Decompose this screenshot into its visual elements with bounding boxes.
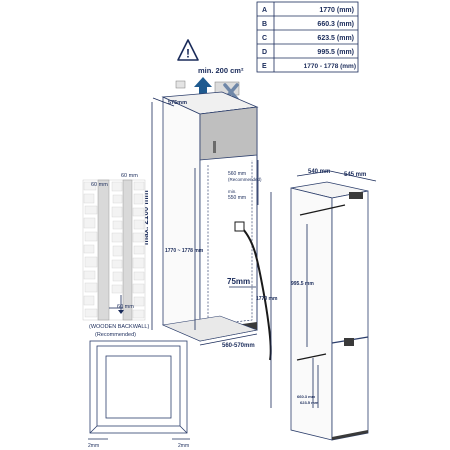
svg-text:!: !	[186, 47, 190, 61]
appliance-depth-label: 545 mm	[344, 172, 366, 178]
vent-area-label: min. 200 cm²	[198, 66, 244, 75]
upper-door-label: 995.5 mm	[291, 281, 314, 287]
wood-strip-left	[97, 179, 110, 321]
airflow-arrow-icon	[194, 77, 212, 95]
lower-door-a-label: 660.3 mm	[297, 394, 316, 399]
appliance-dimensions: 540 mm 545 mm 1770 mm 995.5 mm 660.3 mm …	[256, 169, 377, 408]
table-value-b: 660.3 (mm)	[317, 21, 354, 28]
backwall-60-left-label: 60 mm	[91, 182, 108, 188]
niche-dimensions: 575mm max. 2100 mm 1770 ~ 1778 mm 560-57…	[141, 97, 262, 349]
gap-left-label: 2mm	[88, 443, 99, 449]
table-letter-a: A	[262, 7, 267, 14]
ventilation-warning: ! min. 200 cm²	[177, 39, 244, 75]
table-letter-c: C	[262, 35, 267, 42]
wooden-backwall-label: (WOODEN BACKWALL)	[89, 324, 149, 330]
backwall-60-bottom-label: 60 mm	[117, 304, 134, 310]
inner-560-label: 560 mm	[228, 171, 246, 177]
niche-cabinet	[161, 91, 272, 361]
warning-triangle-icon	[177, 39, 199, 61]
table-letter-b: B	[262, 21, 267, 28]
inner-550-label: 550 mm	[228, 195, 246, 201]
front-frame-view: 2mm 2mm	[88, 340, 190, 449]
appliance-height-label: 1770 mm	[256, 296, 278, 302]
dimension-table: A 1770 (mm) B 660.3 (mm) C 623.5 (mm) D …	[256, 1, 359, 73]
table-letter-d: D	[262, 49, 267, 56]
inner-min-label: min.	[228, 189, 237, 194]
table-value-c: 623.5 (mm)	[317, 35, 354, 42]
appliance	[290, 181, 369, 441]
lower-door-b-label: 623.5 mm	[300, 400, 319, 405]
appliance-width-label: 540 mm	[308, 169, 330, 175]
side-575-label: 75mm	[227, 277, 250, 286]
wooden-backwall: 60 mm 60 mm 60 mm (WOODEN BACKWALL) (Rec…	[82, 173, 149, 338]
max-height-label: max. 2100 mm	[141, 190, 150, 245]
vent-block-left	[175, 80, 186, 89]
table-value-d: 995.5 (mm)	[317, 49, 354, 56]
gap-right-label: 2mm	[178, 443, 189, 449]
cabinet-depth-top-label: 575mm	[168, 100, 187, 106]
backwall-60-right-label: 60 mm	[121, 173, 138, 179]
wooden-recommended-label: (Recommended)	[95, 332, 136, 338]
niche-width-label: 560-570mm	[222, 343, 255, 349]
upper-cabinet	[199, 106, 258, 161]
table-letter-e: E	[262, 63, 267, 70]
table-value-e: 1770 - 1778 (mm)	[304, 63, 356, 70]
wood-strip-right	[122, 179, 133, 321]
power-socket	[234, 221, 245, 232]
niche-height-label: 1770 ~ 1778 mm	[165, 248, 204, 254]
table-value-a: 1770 (mm)	[319, 7, 354, 14]
inner-recommended-label: (Recommended)	[228, 177, 262, 182]
